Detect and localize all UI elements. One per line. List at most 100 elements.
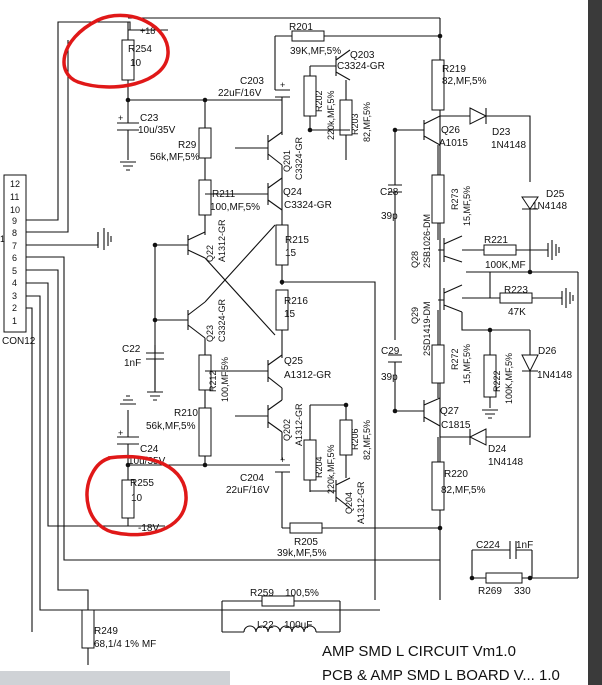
transistor-q24: Q24 C3324-GR — [205, 177, 332, 211]
r272-ref: R272 — [450, 348, 460, 370]
transistor-q23: Q23 C3324-GR — [155, 298, 227, 342]
r212-val: 100,MF,5% — [220, 357, 230, 402]
cross-wires — [204, 224, 276, 336]
resistor-r203: R203 82,MF,5% — [310, 80, 372, 160]
q29-val: 2SD1419-DM — [422, 301, 432, 356]
diode-d26: D26 1N4148 — [521, 330, 572, 430]
inductor-l22: L22 100uF — [222, 601, 341, 633]
q23-val: C3324-GR — [217, 298, 227, 342]
resistor-r259: R259 100,5% — [221, 588, 340, 632]
resistor-r205: R205 39k,MF,5% — [277, 522, 440, 559]
resistor-r223: R223 47K — [462, 285, 574, 318]
r249-val: 68,1/4 1% MF — [94, 639, 156, 650]
svg-text:+: + — [118, 113, 123, 123]
transistor-q26: Q26 A1015 — [395, 115, 468, 149]
q28-val: 2SB1026-DM — [422, 214, 432, 268]
d25-val: 1N4148 — [532, 201, 567, 212]
q22-val: A1312-GR — [217, 219, 227, 262]
r29-val: 56k,MF,5% — [150, 152, 200, 163]
r203-ref: R203 — [350, 113, 360, 135]
q23-ref: Q23 — [205, 325, 215, 342]
neg-rail-label: -18V — [138, 523, 159, 534]
r259-val: 100,5% — [285, 588, 319, 599]
c28-val: 39p — [381, 211, 398, 222]
q27-val: C1815 — [441, 420, 471, 431]
output-wire — [282, 281, 376, 600]
svg-text:+: + — [280, 455, 285, 465]
connector-side-mark: 1 — [0, 234, 5, 244]
wire-q28-q29 — [489, 272, 579, 578]
c28-ref: C28 — [380, 187, 399, 198]
q25-ref: Q25 — [284, 356, 303, 367]
r206-val: 82,MF,5% — [362, 420, 372, 460]
c23-val: 10u/35V — [138, 125, 176, 136]
r201-ref: R201 — [289, 22, 313, 33]
connector-pin-3: 3 — [12, 291, 17, 301]
q26-ref: Q26 — [441, 125, 460, 136]
q28-ref: Q28 — [410, 251, 420, 268]
d26-ref: D26 — [538, 346, 557, 357]
c24-ref: C24 — [140, 444, 159, 455]
q24-ref: Q24 — [283, 187, 302, 198]
r204-ref: R204 — [314, 456, 324, 478]
connector-pin-1: 1 — [12, 316, 17, 326]
capacitor-c204: + C204 22uF/16V — [226, 455, 290, 528]
q201-ref: Q201 — [282, 150, 292, 172]
resistor-r222: R222 100K,MF,5% — [482, 330, 514, 419]
resistor-r220: R220 82,MF,5% — [431, 437, 486, 511]
transistor-q201: Q201 C3324-GR — [235, 131, 304, 180]
r202-val: 220k,MF,5% — [326, 90, 336, 140]
r210-ref: R210 — [174, 408, 198, 419]
transistor-q27: Q27 C1815 — [395, 397, 471, 431]
q204-ref: Q204 — [344, 492, 354, 514]
r206-ref: R206 — [350, 428, 360, 450]
transistor-q28: Q28 2SB1026-DM — [410, 214, 463, 268]
connector-pin-11: 11 — [10, 192, 19, 202]
title-line-2: PCB & AMP SMD L BOARD V... 1.0 — [322, 667, 560, 684]
r273-ref: R273 — [450, 188, 460, 210]
ground-symbol — [97, 228, 112, 250]
l22-ref: L22 — [257, 620, 274, 631]
q202-val: A1312-GR — [294, 403, 304, 446]
c22-val: 1nF — [124, 358, 141, 369]
q203-ref: Q203 — [350, 50, 375, 61]
r204-val: 220k,MF,5% — [326, 444, 336, 494]
highlight-circle-r254 — [62, 13, 170, 89]
connector-wires — [26, 21, 440, 665]
r201-val: 39K,MF,5% — [290, 46, 341, 57]
q202-ref: Q202 — [282, 419, 292, 441]
connector-pin-10: 10 — [10, 205, 20, 215]
l22-val: 100uF — [284, 620, 312, 631]
q201-val: C3324-GR — [294, 136, 304, 180]
q203-val: C3324-GR — [337, 61, 385, 72]
r255-val: 10 — [131, 493, 143, 504]
r205-val: 39k,MF,5% — [277, 548, 327, 559]
r219-val: 82,MF,5% — [442, 76, 487, 87]
connector-pin-12: 12 — [10, 179, 20, 189]
r221-val: 100K,MF — [485, 260, 526, 271]
c29-ref: C29 — [381, 346, 400, 357]
capacitor-c28: C28 39p — [380, 130, 402, 340]
transistor-q204: Q204 A1312-GR — [310, 477, 366, 524]
d26-val: 1N4148 — [537, 370, 572, 381]
svg-text:+: + — [280, 80, 285, 90]
r205-ref: R205 — [294, 537, 318, 548]
r222-val: 100K,MF,5% — [504, 353, 514, 404]
resistor-r254: R254 10 — [121, 30, 152, 100]
r210-val: 56k,MF,5% — [146, 421, 196, 432]
junction-dots — [125, 33, 533, 581]
r212-ref: R212 — [208, 370, 218, 392]
c22-ref: C22 — [122, 344, 141, 355]
d23-ref: D23 — [492, 127, 511, 138]
svg-text:+: + — [118, 428, 123, 438]
c204-ref: C204 — [240, 473, 264, 484]
capacitor-c224: C224 1nF — [472, 540, 533, 559]
r269-ref: R269 — [478, 586, 502, 597]
resistor-r249: R249 68,1/4 1% MF — [81, 609, 156, 650]
diode-d24: D24 1N4148 — [439, 426, 531, 468]
connector-con12: 1 12 11 10 9 8 7 6 5 4 3 2 1 CON12 — [0, 174, 36, 347]
resistor-r216: R216 15 — [275, 289, 308, 358]
connector-pin-5: 5 — [12, 266, 17, 276]
transistor-q202: Q202 A1312-GR — [235, 388, 304, 460]
connector-name: CON12 — [2, 336, 36, 347]
